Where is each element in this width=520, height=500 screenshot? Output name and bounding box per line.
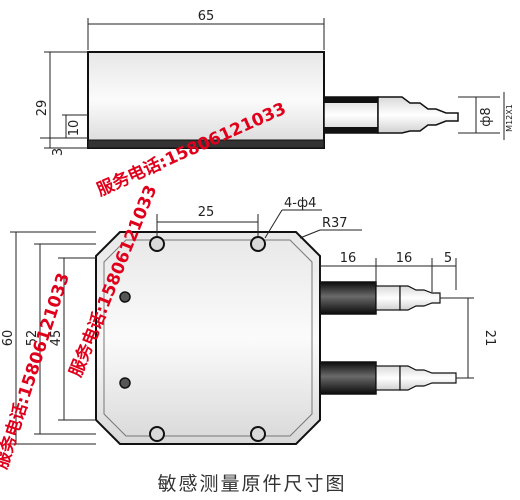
dim-hole-spacing: 25 [198,205,215,220]
mount-hole-bottom-left [149,426,165,442]
dim-top-height: 29 [35,100,50,117]
front-view: 25 4-ф4 R37 16 16 5 21 60 52 [1,196,497,445]
dim-holes: 4-ф4 [284,196,316,211]
front-body-inner [103,239,313,437]
mount-hole-bottom-right [250,426,266,442]
watermark-lower: 服务电话:15806121033 [0,270,74,471]
dim-port-spacing: 21 [482,330,497,347]
barb-lower [399,365,457,391]
side-base-strip [87,139,325,149]
barb-upper [399,285,441,311]
side-tube-band-bottom [324,127,378,133]
dim-top-length: 65 [198,9,215,24]
screw-lower [119,377,131,389]
dim-thread: M12X1 [505,104,514,132]
dim-seg1: 16 [340,251,357,266]
mount-hole-top-right [250,236,266,252]
dim-top-offset: 10 [67,120,82,137]
dim-overall-height: 60 [1,330,16,347]
tube-upper-dark [319,281,377,315]
front-body [95,231,321,445]
dim-inner-height: 52 [25,330,40,347]
dim-seg2: 16 [396,251,413,266]
tube-lower-dark [319,361,377,395]
tube-lower-light [375,365,401,391]
tube-upper-light [375,285,401,311]
drawing-title: 敏感测量原件尺寸图 [157,473,346,495]
dim-seg3: 5 [444,251,452,266]
side-body [87,51,325,149]
side-barb [377,96,459,134]
dim-radius: R37 [322,216,348,231]
dim-hole-height: 45 [49,330,64,347]
side-view: 65 29 10 3 ф8 M12X1 [35,9,514,156]
side-tube-band-top [324,97,378,103]
mount-hole-top-left [149,236,165,252]
dim-port-diameter: ф8 [479,107,494,126]
dim-top-base: 3 [51,148,66,156]
screw-upper [119,291,131,303]
